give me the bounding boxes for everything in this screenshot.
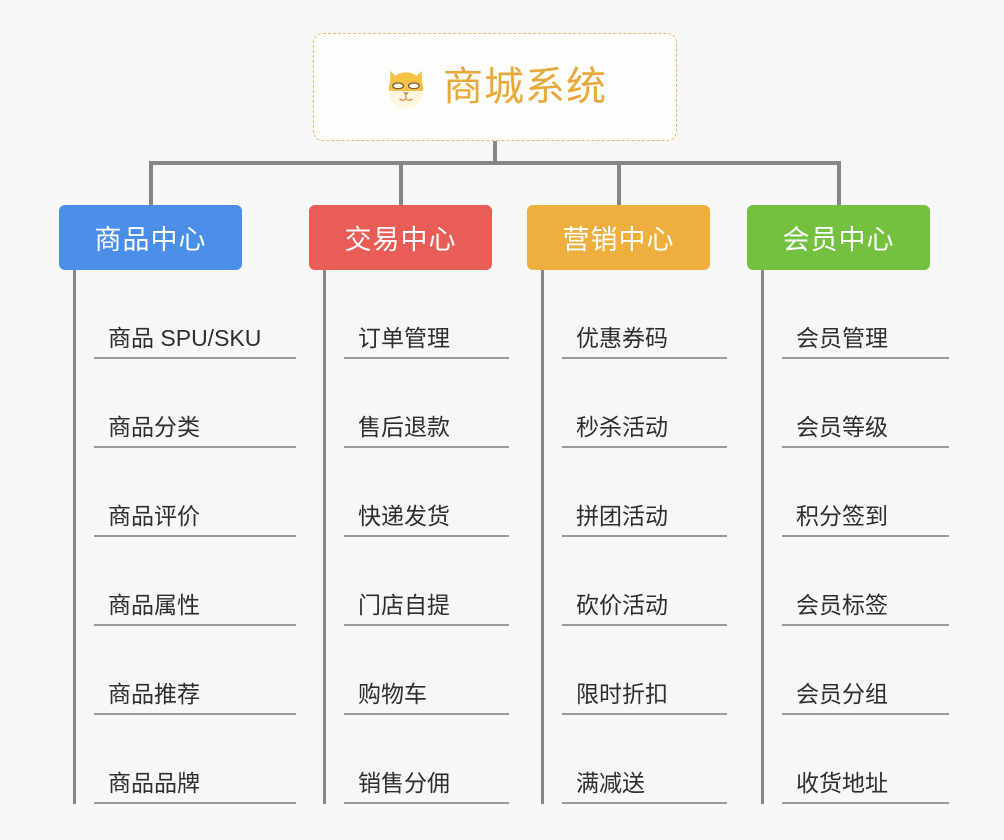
leaf-label: 商品评价 — [108, 503, 200, 530]
leaf-label: 会员分组 — [796, 681, 888, 708]
branch-column-3: 营销中心 优惠券码 秒杀活动 拼团活动 砍价活动 限时折扣 满减送 — [527, 205, 727, 804]
leaf-label: 商品推荐 — [108, 681, 200, 708]
connector-stem — [493, 141, 497, 163]
leaf-item[interactable]: 收货地址 — [782, 715, 949, 804]
leaf-label: 销售分佣 — [358, 770, 450, 797]
branch-items-1: 商品 SPU/SKU 商品分类 商品评价 商品属性 商品推荐 商品品牌 — [73, 270, 296, 804]
leaf-item[interactable]: 会员分组 — [782, 626, 949, 715]
leaf-label: 商品分类 — [108, 414, 200, 441]
leaf-item[interactable]: 快递发货 — [344, 448, 509, 537]
leaf-item[interactable]: 会员等级 — [782, 359, 949, 448]
leaf-label: 商品 SPU/SKU — [108, 325, 262, 352]
connector-drop-1 — [149, 161, 153, 207]
branch-column-1: 商品中心 商品 SPU/SKU 商品分类 商品评价 商品属性 商品推荐 商品品牌 — [59, 205, 296, 804]
leaf-label: 会员管理 — [796, 325, 888, 352]
leaf-label: 会员等级 — [796, 414, 888, 441]
branch-items-3: 优惠券码 秒杀活动 拼团活动 砍价活动 限时折扣 满减送 — [541, 270, 727, 804]
leaf-label: 商品属性 — [108, 592, 200, 619]
root-node[interactable]: 商城系统 — [313, 33, 677, 141]
connector-drop-2 — [399, 161, 403, 207]
branch-header-1[interactable]: 商品中心 — [59, 205, 242, 270]
leaf-label: 购物车 — [358, 681, 427, 708]
leaf-label: 拼团活动 — [576, 503, 668, 530]
connector-bus — [149, 161, 841, 165]
leaf-item[interactable]: 优惠券码 — [562, 270, 727, 359]
leaf-item[interactable]: 商品品牌 — [94, 715, 296, 804]
leaf-item[interactable]: 满减送 — [562, 715, 727, 804]
root-title: 商城系统 — [443, 65, 607, 109]
leaf-item[interactable]: 拼团活动 — [562, 448, 727, 537]
leaf-item[interactable]: 商品评价 — [94, 448, 296, 537]
branch-column-4: 会员中心 会员管理 会员等级 积分签到 会员标签 会员分组 收货地址 — [747, 205, 949, 804]
leaf-item[interactable]: 积分签到 — [782, 448, 949, 537]
leaf-item[interactable]: 会员标签 — [782, 537, 949, 626]
shiba-dog-icon — [388, 70, 424, 109]
leaf-item[interactable]: 订单管理 — [344, 270, 509, 359]
leaf-item[interactable]: 商品属性 — [94, 537, 296, 626]
leaf-label: 门店自提 — [358, 592, 450, 619]
leaf-item[interactable]: 限时折扣 — [562, 626, 727, 715]
connector-drop-4 — [837, 161, 841, 207]
leaf-item[interactable]: 门店自提 — [344, 537, 509, 626]
leaf-label: 满减送 — [576, 770, 645, 797]
connector-drop-3 — [617, 161, 621, 207]
leaf-item[interactable]: 砍价活动 — [562, 537, 727, 626]
leaf-label: 会员标签 — [796, 592, 888, 619]
branch-header-2[interactable]: 交易中心 — [309, 205, 492, 270]
leaf-label: 秒杀活动 — [576, 414, 668, 441]
leaf-label: 订单管理 — [358, 325, 450, 352]
branch-items-4: 会员管理 会员等级 积分签到 会员标签 会员分组 收货地址 — [761, 270, 949, 804]
leaf-item[interactable]: 售后退款 — [344, 359, 509, 448]
branch-header-4[interactable]: 会员中心 — [747, 205, 930, 270]
leaf-label: 限时折扣 — [576, 681, 668, 708]
leaf-item[interactable]: 秒杀活动 — [562, 359, 727, 448]
leaf-item[interactable]: 商品推荐 — [94, 626, 296, 715]
leaf-item[interactable]: 购物车 — [344, 626, 509, 715]
branch-header-3[interactable]: 营销中心 — [527, 205, 710, 270]
leaf-label: 优惠券码 — [576, 325, 668, 352]
branch-column-2: 交易中心 订单管理 售后退款 快递发货 门店自提 购物车 销售分佣 — [309, 205, 509, 804]
leaf-label: 商品品牌 — [108, 770, 200, 797]
leaf-label: 售后退款 — [358, 414, 450, 441]
leaf-item[interactable]: 销售分佣 — [344, 715, 509, 804]
leaf-label: 砍价活动 — [576, 592, 668, 619]
leaf-item[interactable]: 商品分类 — [94, 359, 296, 448]
leaf-label: 积分签到 — [796, 503, 888, 530]
leaf-label: 收货地址 — [796, 770, 888, 797]
leaf-item[interactable]: 会员管理 — [782, 270, 949, 359]
leaf-label: 快递发货 — [358, 503, 450, 530]
leaf-item[interactable]: 商品 SPU/SKU — [94, 270, 296, 359]
branch-items-2: 订单管理 售后退款 快递发货 门店自提 购物车 销售分佣 — [323, 270, 509, 804]
